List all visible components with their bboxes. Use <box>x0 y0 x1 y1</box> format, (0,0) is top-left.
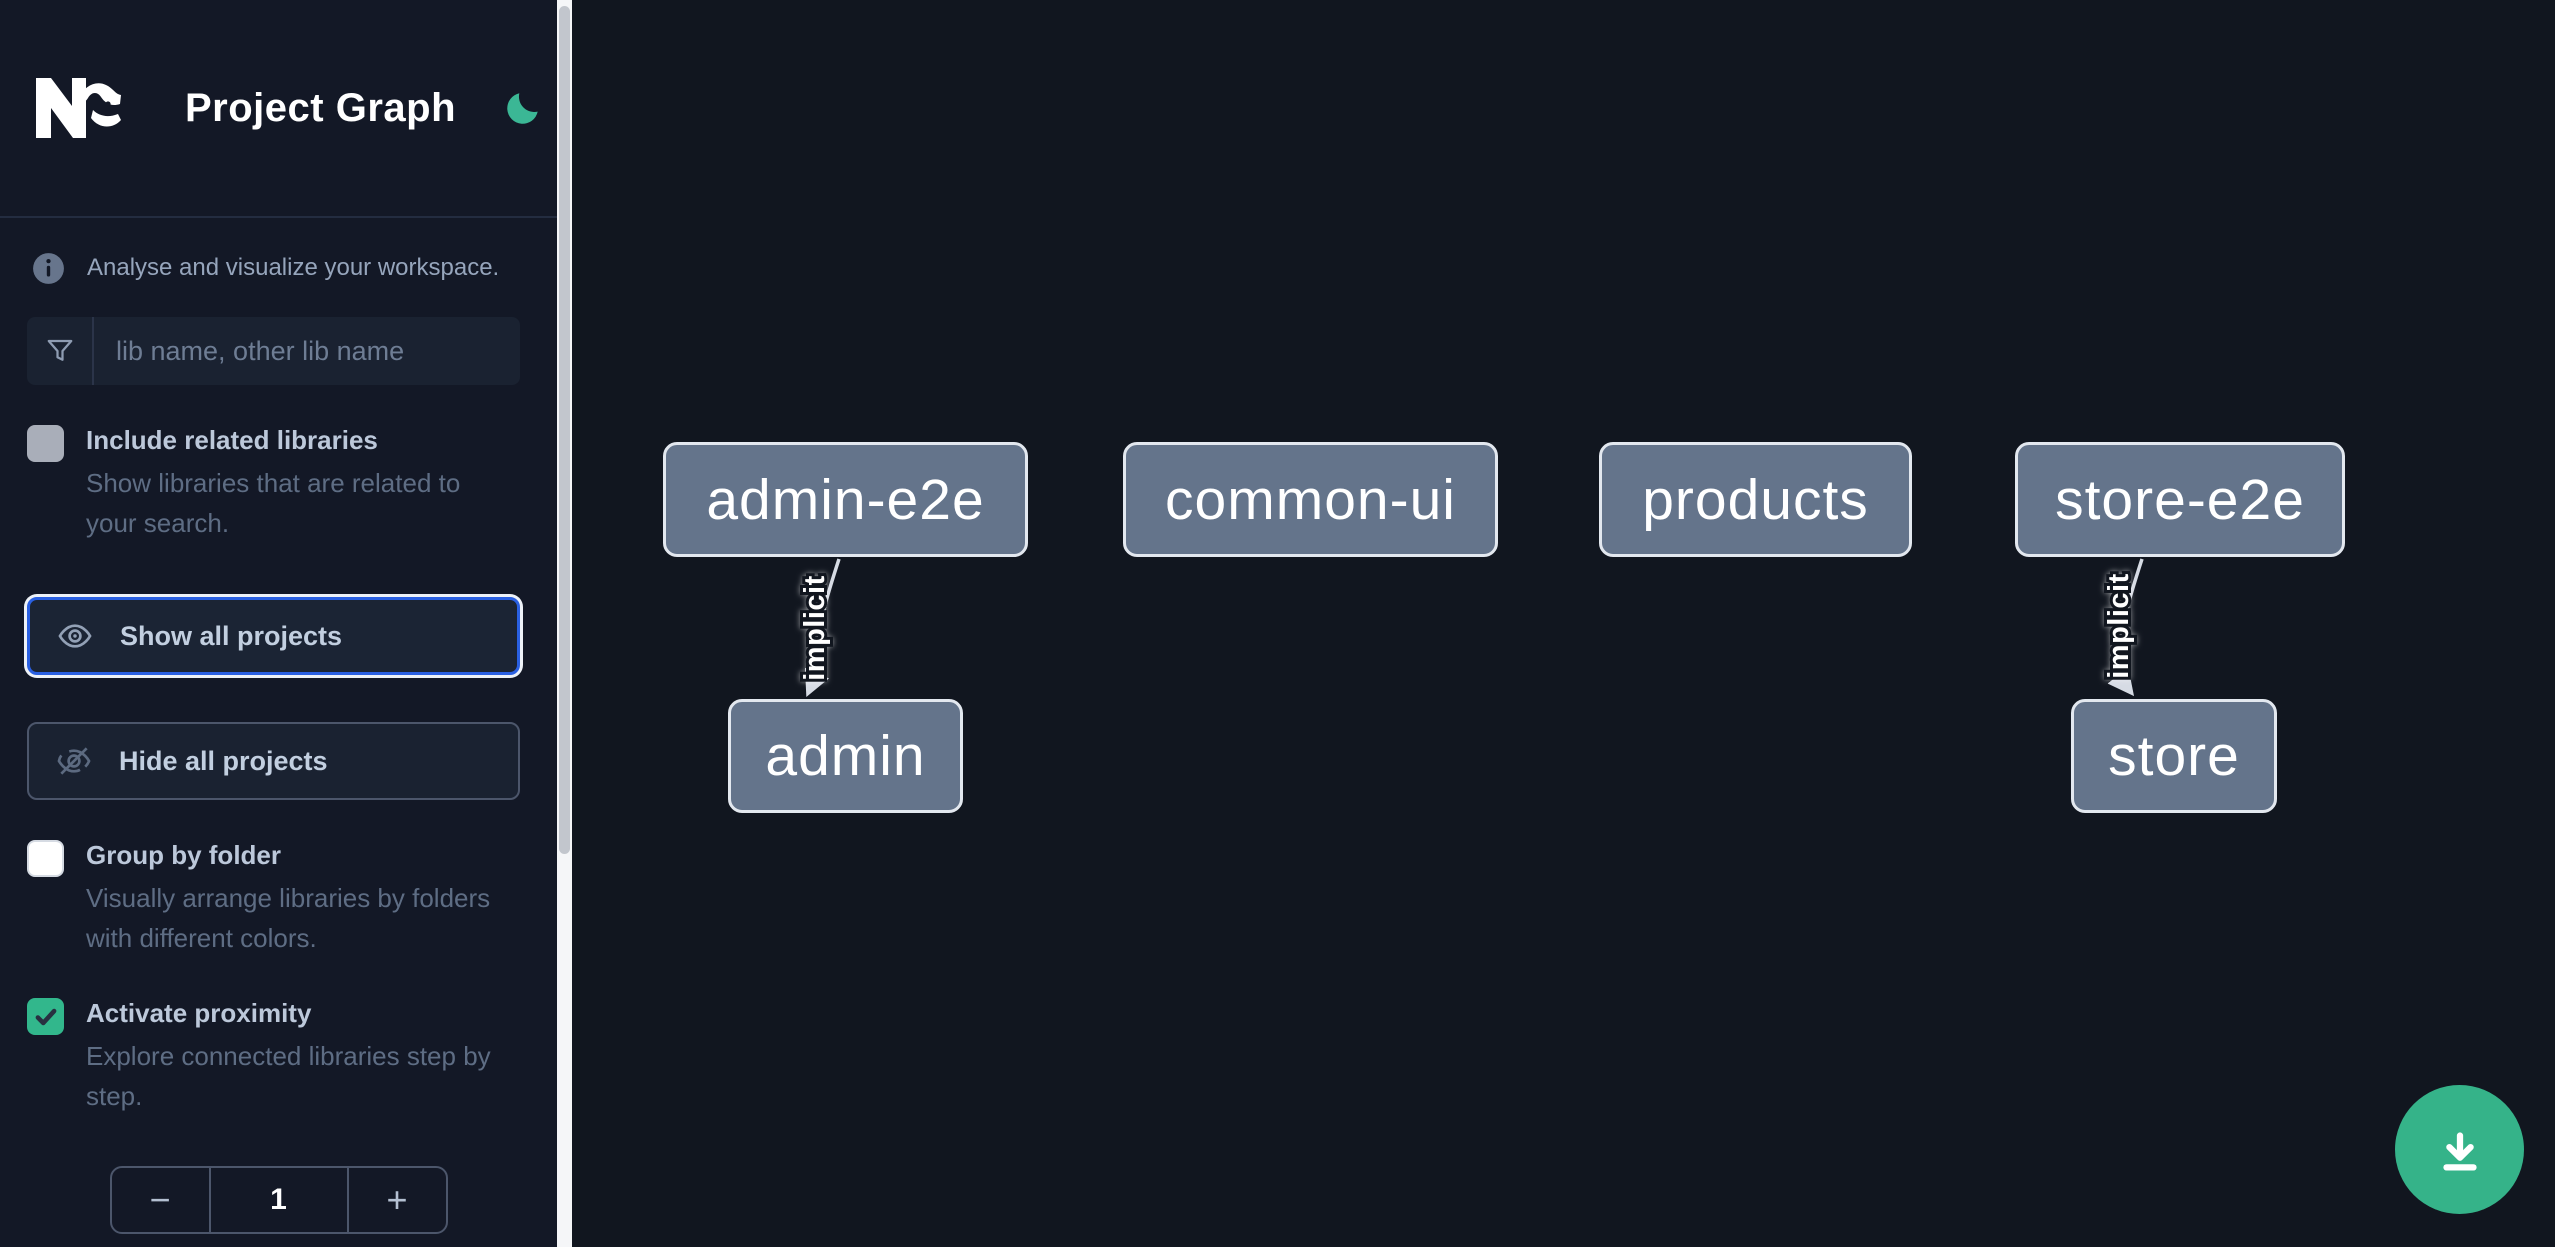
download-image-button[interactable] <box>2395 1085 2524 1214</box>
include-related-checkbox[interactable] <box>27 425 64 462</box>
edge-label-implicit-store: implicit <box>2103 573 2135 679</box>
activate-proximity-description: Explore connected libraries step by step… <box>86 1041 491 1111</box>
proximity-decrement-button[interactable]: − <box>149 1179 171 1220</box>
search-box <box>27 317 520 385</box>
checkbox-row-activate-proximity: Activate proximity Explore connected lib… <box>27 994 520 1116</box>
moon-icon[interactable] <box>502 87 544 129</box>
nx-logo <box>36 78 121 138</box>
show-all-projects-label: Show all projects <box>120 620 343 651</box>
edge-admin-e2e-admin <box>804 558 841 697</box>
group-by-folder-label[interactable]: Group by folder <box>86 840 281 870</box>
search-input[interactable] <box>94 317 520 385</box>
include-related-label[interactable]: Include related libraries <box>86 425 378 455</box>
include-related-description: Show libraries that are related to your … <box>86 468 461 538</box>
graph-node-admin-e2e[interactable]: admin-e2e <box>663 442 1028 557</box>
proximity-value: 1 <box>208 1168 349 1232</box>
graph-node-products[interactable]: products <box>1599 442 1912 557</box>
proximity-increment-button[interactable]: + <box>386 1179 408 1220</box>
proximity-stepper: − 1 + <box>109 1166 448 1234</box>
info-text: Analyse and visualize your workspace. <box>87 254 500 281</box>
sidebar: Project Graph Analyse and visualize your… <box>0 0 557 1247</box>
sidebar-scrollbar-thumb[interactable] <box>559 6 570 854</box>
checkmark-icon <box>35 1008 56 1025</box>
download-icon <box>2442 1131 2477 1170</box>
group-by-folder-description: Visually arrange libraries by folders wi… <box>86 883 491 953</box>
activate-proximity-checkbox[interactable] <box>27 998 64 1035</box>
group-by-folder-checkbox[interactable] <box>27 840 64 877</box>
show-all-projects-button[interactable]: Show all projects <box>27 597 520 675</box>
graph-node-common-ui[interactable]: common-ui <box>1123 442 1498 557</box>
info-row: Analyse and visualize your workspace. <box>30 250 521 287</box>
checkbox-row-group-by-folder: Group by folder Visually arrange librari… <box>27 836 520 958</box>
graph-node-admin[interactable]: admin <box>728 699 963 813</box>
graph-canvas[interactable]: implicit implicit admin-e2e common-ui pr… <box>572 0 2555 1247</box>
graph-edges: implicit implicit <box>796 558 2144 697</box>
edge-store-e2e-store <box>2107 558 2144 697</box>
page-title: Project Graph <box>185 85 457 130</box>
sidebar-scrollbar[interactable] <box>557 0 572 1247</box>
hide-all-projects-label: Hide all projects <box>119 745 328 776</box>
sidebar-header: Project Graph <box>0 0 557 218</box>
edge-label-implicit-admin: implicit <box>799 575 831 681</box>
checkbox-row-include-related: Include related libraries Show libraries… <box>27 421 520 543</box>
info-icon <box>33 253 64 284</box>
eye-off-icon <box>57 747 91 775</box>
graph-node-store-e2e[interactable]: store-e2e <box>2015 442 2345 557</box>
eye-icon <box>58 624 92 648</box>
hide-all-projects-button[interactable]: Hide all projects <box>27 722 520 800</box>
funnel-icon <box>27 317 94 385</box>
activate-proximity-label[interactable]: Activate proximity <box>86 998 312 1028</box>
graph-node-store[interactable]: store <box>2071 699 2277 813</box>
